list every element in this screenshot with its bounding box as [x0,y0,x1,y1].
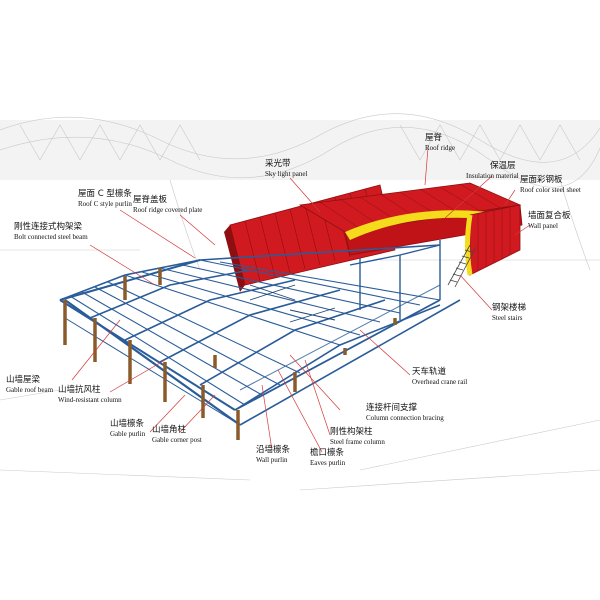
label-skylight-panel: 采光带 Sky light panel [265,159,308,178]
label-wall-panel: 墙面复合板 Wall panel [528,211,571,230]
label-roof-c-purlin-zh: 屋面 C 型檩条 [78,189,132,199]
label-wall-purlin-zh: 沿墙檩条 [256,445,291,455]
label-crane-rail-zh: 天车轨道 [412,367,447,377]
label-skylight-panel-en: Sky light panel [265,169,308,178]
label-column-bracing-zh: 连接杆间支撑 [366,403,418,413]
label-steel-stairs-en: Steel stairs [492,313,523,322]
label-gable-roof-beam-zh: 山墙屋梁 [6,375,41,385]
label-gable-roof-beam: 山墙屋梁 Gable roof beam [6,375,54,394]
label-roof-color-steel-zh: 屋面彩钢板 [520,175,563,185]
label-gable-purlin-en: Gable purlin [110,429,146,438]
steel-frame [59,240,461,426]
label-eaves-purlin: 檐口檩条 Eaves purlin [310,448,346,467]
label-crane-rail: 天车轨道 Overhead crane rail [412,367,468,386]
label-wind-column: 山墙抗风柱 Wind-resistant column [58,385,122,404]
label-roof-color-steel: 屋面彩钢板 Roof color steel sheet [520,175,581,194]
label-gable-purlin: 山墙檩条 Gable purlin [110,419,146,438]
label-roof-ridge-plate-zh: 屋脊盖板 [133,195,168,205]
label-column-bracing-en: Column connection bracing [366,413,444,422]
label-steel-stairs-zh: 钢架楼梯 [492,303,527,313]
label-roof-c-purlin-en: Roof C style purlin [78,199,132,208]
label-skylight-panel-zh: 采光带 [265,159,291,169]
label-bolt-beam: 刚性连接式构架梁 Bolt connected steel beam [14,222,88,241]
label-roof-c-purlin: 屋面 C 型檩条 Roof C style purlin [78,189,132,208]
label-gable-corner-post: 山墙角柱 Gable corner post [152,425,202,444]
label-roof-ridge-plate-en: Roof ridge covered plate [133,205,203,214]
label-wall-panel-en: Wall panel [528,221,558,230]
label-insulation-material-zh: 保温层 [490,161,516,171]
label-steel-frame-column-en: Steel frame column [330,437,385,446]
label-insulation-material-en: Insulation material [466,171,519,180]
label-wind-column-en: Wind-resistant column [58,395,122,404]
background-sketch [0,113,600,491]
label-crane-rail-en: Overhead crane rail [412,377,468,386]
label-bolt-beam-en: Bolt connected steel beam [14,232,88,241]
wall-panel-red [465,204,521,276]
label-eaves-purlin-zh: 檐口檩条 [310,448,345,458]
label-wall-purlin: 沿墙檩条 Wall purlin [256,445,291,464]
label-steel-frame-column: 刚性构架柱 Steel frame column [330,427,385,446]
label-wall-purlin-en: Wall purlin [256,455,288,464]
label-bolt-beam-zh: 刚性连接式构架梁 [14,222,83,232]
label-gable-roof-beam-en: Gable roof beam [6,385,54,394]
label-gable-corner-post-zh: 山墙角柱 [152,425,187,435]
label-steel-stairs: 钢架楼梯 Steel stairs [492,303,527,322]
label-roof-ridge-en: Roof ridge [425,143,456,152]
label-roof-color-steel-en: Roof color steel sheet [520,185,581,194]
steel-stairs [447,244,477,288]
leader-lines [71,147,531,453]
steel-columns [63,268,397,440]
label-eaves-purlin-en: Eaves purlin [310,458,346,467]
label-roof-ridge-zh: 屋脊 [425,133,443,143]
label-gable-corner-post-en: Gable corner post [152,435,202,444]
label-column-bracing: 连接杆间支撑 Column connection bracing [366,403,444,422]
label-wind-column-zh: 山墙抗风柱 [58,385,101,395]
label-insulation-material: 保温层 Insulation material [466,161,519,180]
label-roof-ridge-plate: 屋脊盖板 Roof ridge covered plate [133,195,203,214]
label-roof-ridge: 屋脊 Roof ridge [425,133,456,152]
label-wall-panel-zh: 墙面复合板 [528,211,571,221]
label-gable-purlin-zh: 山墙檩条 [110,419,145,429]
label-steel-frame-column-zh: 刚性构架柱 [330,427,373,437]
